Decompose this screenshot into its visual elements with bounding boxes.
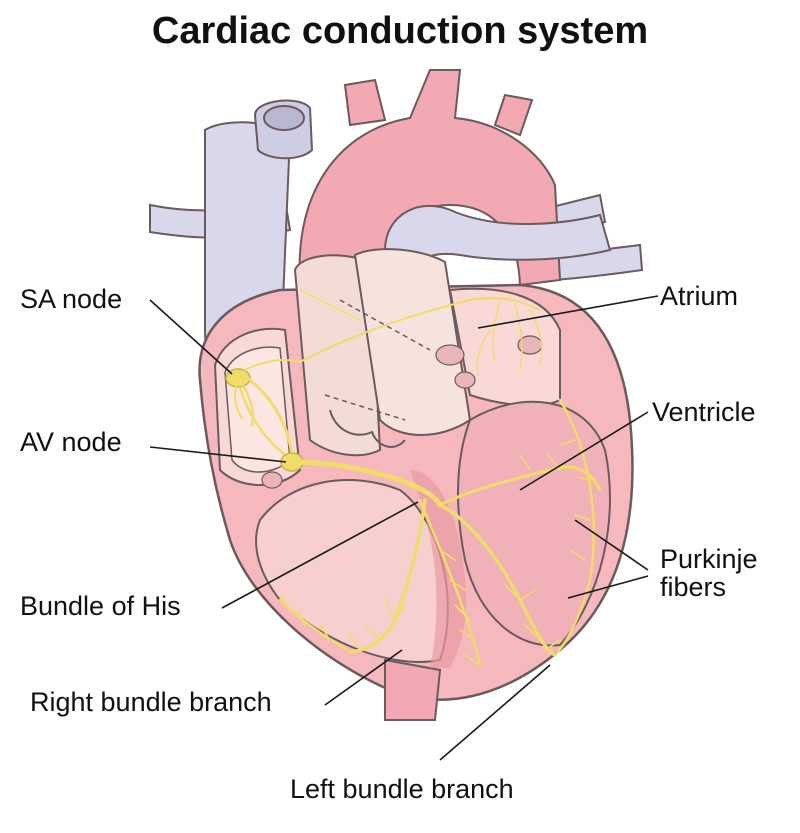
leader-bundle-of-his [221,501,419,609]
leader-sa-node [149,299,233,375]
conduction-system [225,289,602,667]
label-purkinje-line2: fibers [660,572,727,603]
leader-left-bundle-branch [439,664,551,761]
label-bundle-of-his: Bundle of His [20,591,181,621]
leader-lines [149,295,659,761]
aorta [298,69,562,292]
pulmonary-artery [383,204,612,283]
leader-purkinje-1 [574,519,649,571]
leader-right-bundle-branch [324,649,403,706]
leader-atrium [477,295,659,329]
valves [261,248,543,489]
label-atrium: Atrium [660,281,739,311]
label-right-bundle-branch: Right bundle branch [30,687,272,717]
label-sa-node: SA node [20,284,123,314]
page-title: Cardiac conduction system [151,10,649,52]
label-av-node: AV node [20,427,122,457]
leader-ventricle [519,411,649,491]
label-ventricle: Ventricle [652,397,756,427]
label-purkinje-line1: Purkinje [660,544,758,574]
leader-purkinje-2 [567,575,649,599]
label-left-bundle-branch: Left bundle branch [290,774,514,804]
leader-av-node [149,446,287,463]
label-purkinje-fibers: Purkinje fibers [660,545,758,602]
